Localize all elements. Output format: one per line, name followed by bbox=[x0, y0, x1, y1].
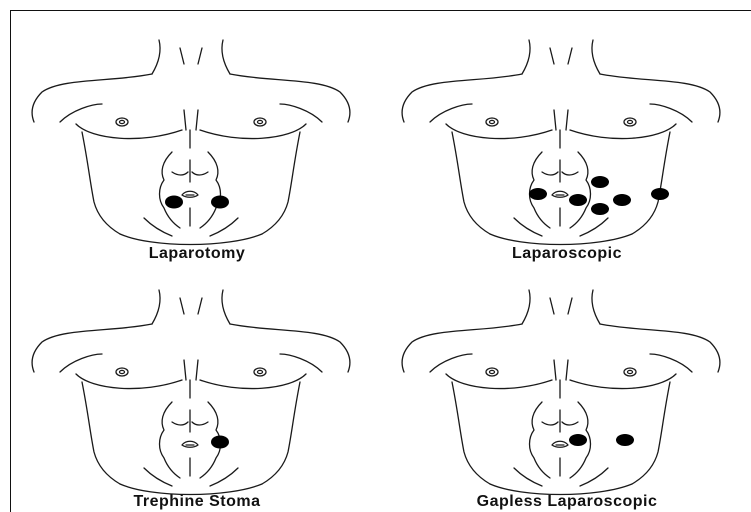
incision-left-lower-port bbox=[569, 434, 587, 446]
incision-right-inner-port bbox=[613, 194, 631, 206]
torso-diagram-gapless-laparoscopic bbox=[382, 262, 751, 512]
incision-right-flank-port bbox=[651, 188, 669, 200]
incision-right-lower-port bbox=[211, 196, 229, 209]
caption-trephine-stoma: Trephine Stoma bbox=[12, 493, 382, 511]
incision-right-lower-port bbox=[211, 436, 229, 449]
caption-gapless-laparoscopic: Gapless Laparoscopic bbox=[382, 493, 751, 511]
incision-umbilical-port bbox=[591, 176, 609, 188]
panel-gapless-laparoscopic: Gapless Laparoscopic bbox=[382, 262, 751, 512]
incision-left-inner-port bbox=[569, 194, 587, 206]
torso-diagram-laparoscopic bbox=[382, 12, 751, 262]
incision-lower-midline-port bbox=[591, 203, 609, 215]
panel-laparoscopic: Laparoscopic bbox=[382, 12, 751, 262]
incision-right-lower-port bbox=[616, 434, 634, 446]
torso-diagram-trephine-stoma bbox=[12, 262, 382, 512]
panel-trephine-stoma: Trephine Stoma bbox=[12, 262, 382, 512]
torso-diagram-laparotomy bbox=[12, 12, 382, 262]
incision-left-flank-port bbox=[529, 188, 547, 200]
caption-laparoscopic: Laparoscopic bbox=[382, 245, 751, 263]
caption-laparotomy: Laparotomy bbox=[12, 245, 382, 263]
panel-laparotomy: Laparotomy bbox=[12, 12, 382, 262]
incision-left-lower-port bbox=[165, 196, 183, 209]
